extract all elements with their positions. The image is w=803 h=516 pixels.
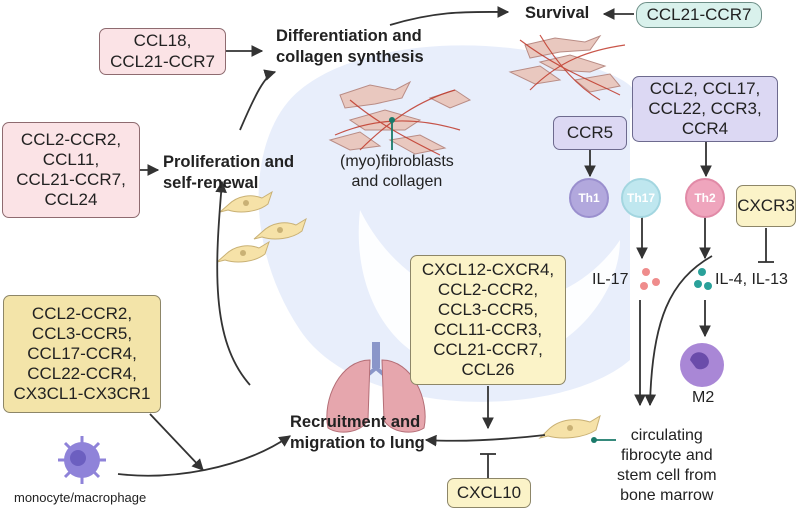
box-line: CX3CL1-CX3CR1 bbox=[13, 384, 151, 404]
label-line: migration to lung bbox=[290, 433, 425, 452]
box-line: CCL21-CCR7 bbox=[110, 51, 215, 71]
label-line: (myo)fibroblasts bbox=[340, 153, 454, 170]
stage-recruitment: Recruitment and migration to lung bbox=[290, 412, 425, 453]
box-line: CCL2, CCL17, bbox=[649, 78, 761, 98]
box-line: CCL3-CCR5, bbox=[31, 323, 133, 343]
th1-cell: Th1 bbox=[569, 178, 609, 218]
arrow-monocyte-to-recruit bbox=[117, 435, 291, 477]
arrow-fibrocyte-to-recruit bbox=[424, 434, 546, 447]
il17-label: IL-17 bbox=[592, 271, 629, 288]
proliferation-inputs-box: CCL2-CCR2, CCL11, CCL21-CCR7, CCL24 bbox=[2, 122, 140, 218]
box-line: CCL21-CCR7 bbox=[646, 4, 752, 24]
label-line: circulating bbox=[630, 427, 703, 444]
box-line: CXCR3 bbox=[737, 195, 795, 215]
box-line: CCL26 bbox=[461, 360, 515, 380]
recruitment-center-box: CXCL12-CXCR4, CCL2-CCR2, CCL3-CCR5, CCL1… bbox=[410, 255, 566, 385]
cytokine-dots-icon bbox=[640, 268, 660, 290]
th2-cell: Th2 bbox=[685, 178, 725, 218]
il4-label: IL-4, IL-13 bbox=[715, 271, 788, 288]
label-line: and collagen bbox=[351, 173, 443, 190]
label-line: bone marrow bbox=[620, 487, 714, 504]
arrow-left-recruit bbox=[149, 413, 204, 471]
m2-label: M2 bbox=[692, 389, 715, 406]
cxcl10-box: CXCL10 bbox=[447, 478, 531, 508]
lung-icon bbox=[326, 342, 426, 433]
arrow-diff-to-survival bbox=[389, 6, 510, 26]
fibroblast-cell-icon bbox=[328, 80, 472, 156]
macrophage-icon bbox=[58, 436, 106, 484]
box-line: CXCL12-CXCR4, bbox=[421, 259, 555, 279]
box-line: CCL18, bbox=[133, 31, 192, 51]
box-line: CCL22, CCR3, bbox=[648, 98, 762, 118]
label-line: self-renewal bbox=[163, 173, 259, 192]
th2-inputs-box: CCL2, CCL17, CCL22, CCR3, CCR4 bbox=[632, 76, 778, 142]
th1-input-box: CCR5 bbox=[553, 116, 627, 150]
box-line: CCL2-CCR2, bbox=[437, 279, 539, 299]
box-line: CCL3-CCR5, bbox=[437, 299, 539, 319]
arrow-prolif-to-diff bbox=[239, 69, 277, 131]
box-line: CCL21-CCR7, bbox=[16, 170, 126, 189]
survival-input-box: CCL21-CCR7 bbox=[636, 2, 762, 28]
cxcr3-box: CXCR3 bbox=[736, 185, 796, 227]
box-line: CCL11-CCR3, bbox=[433, 320, 543, 339]
myofibroblasts-label: (myo)fibroblasts and collagen bbox=[340, 152, 454, 192]
box-line: CCL17-CCR4, bbox=[27, 343, 137, 363]
label-line: Differentiation and bbox=[276, 27, 422, 45]
box-line: CCR4 bbox=[681, 119, 729, 139]
stage-differentiation: Differentiation and collagen synthesis bbox=[276, 26, 424, 67]
fibroblast-cell-icon bbox=[508, 34, 626, 101]
box-line: CCR5 bbox=[566, 122, 614, 142]
label-line: fibrocyte and bbox=[620, 447, 713, 464]
label-line: Recruitment and bbox=[290, 413, 421, 431]
box-line: CCL22-CCR4, bbox=[27, 364, 137, 384]
arrow-recruit-to-prolif bbox=[215, 180, 251, 386]
label-line: Proliferation and bbox=[163, 153, 295, 171]
label-line: collagen synthesis bbox=[276, 47, 424, 66]
box-line: CCL2-CCR2, bbox=[20, 129, 122, 149]
stage-survival: Survival bbox=[525, 4, 590, 22]
label-line: stem cell from bbox=[617, 467, 717, 484]
arrow-th2-to-fibrocyte bbox=[644, 255, 713, 407]
cytokine-dots-icon bbox=[694, 268, 712, 290]
ccl18-box: CCL18, CCL21-CCR7 bbox=[99, 28, 226, 75]
monocyte-label: monocyte/macrophage bbox=[14, 490, 147, 505]
fibrocyte-cell-icon bbox=[538, 414, 601, 439]
box-line: CCL11, bbox=[42, 149, 100, 169]
m2-macrophage-icon bbox=[680, 343, 724, 387]
th17-cell: Th17 bbox=[621, 178, 661, 218]
box-line: CCL21-CCR7, bbox=[433, 340, 543, 360]
box-line: CCL24 bbox=[44, 190, 98, 210]
recruitment-left-box: CCL2-CCR2, CCL3-CCR5, CCL17-CCR4, CCL22-… bbox=[3, 295, 161, 413]
box-line: CXCL10 bbox=[456, 482, 522, 502]
fibrocyte-cell-icon bbox=[216, 190, 307, 263]
fibrocyte-label: circulating fibrocyte and stem cell from… bbox=[617, 426, 717, 506]
box-line: CCL2-CCR2, bbox=[31, 303, 133, 323]
stage-proliferation: Proliferation and self-renewal bbox=[163, 152, 294, 193]
